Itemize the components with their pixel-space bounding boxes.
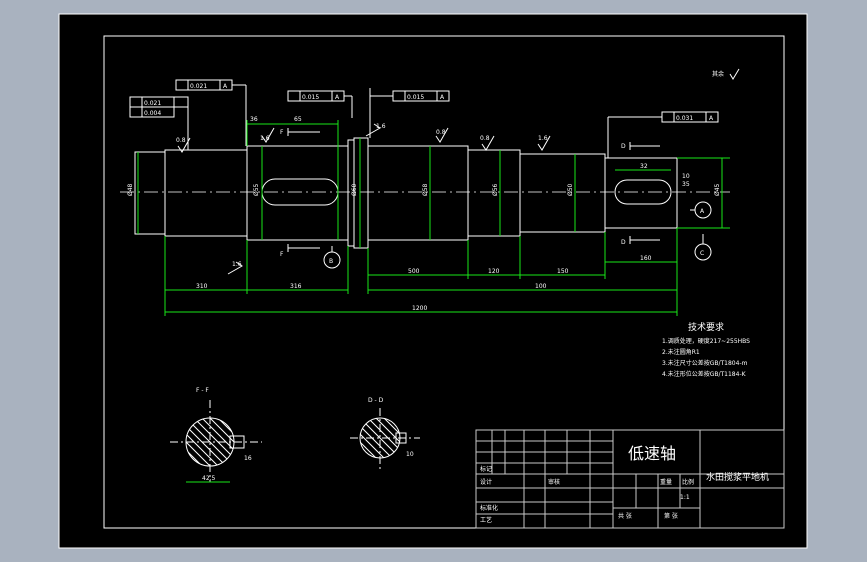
part-name: 低速轴 bbox=[628, 444, 676, 463]
svg-text:C: C bbox=[700, 250, 704, 257]
section-arrow-f-top: F bbox=[280, 128, 320, 136]
section-view-f: F - F 42.5 16 bbox=[170, 387, 262, 483]
tolerance-frame-5: 0.031 A bbox=[607, 111, 719, 158]
svg-text:10: 10 bbox=[406, 451, 414, 458]
requirement-1: 1.调质处理，硬度217~255HBS bbox=[662, 337, 750, 345]
dia-text-4: Ø58 bbox=[422, 183, 429, 196]
requirement-4: 4.未注形位公差按GB/T1184-K bbox=[662, 370, 747, 378]
drawing-frame bbox=[103, 35, 785, 529]
svg-text:A: A bbox=[440, 94, 445, 101]
svg-text:1.6: 1.6 bbox=[538, 135, 548, 142]
dim-text-d1: 310 bbox=[196, 283, 208, 290]
svg-text:D - D: D - D bbox=[368, 397, 384, 404]
section-arrow-d-bottom: D bbox=[621, 236, 660, 246]
scale-value: 1:1 bbox=[680, 494, 690, 501]
svg-text:0.8: 0.8 bbox=[436, 129, 446, 136]
svg-text:0.021: 0.021 bbox=[190, 83, 207, 90]
svg-text:1.6: 1.6 bbox=[232, 261, 242, 268]
svg-text:D: D bbox=[621, 143, 626, 150]
keyway-note-2: 35 bbox=[682, 181, 690, 188]
keyway-right bbox=[614, 179, 672, 205]
tolerance-frame-4: 0.015 A bbox=[369, 88, 450, 138]
process-label: 工艺 bbox=[480, 516, 492, 524]
dim-text-d3: 500 bbox=[408, 268, 420, 275]
dim-text-d6: 160 bbox=[640, 255, 652, 262]
dia-text-3: Ø60 bbox=[351, 183, 358, 196]
mark-label: 标记 bbox=[480, 465, 492, 473]
dim-text-d10: 32 bbox=[640, 163, 648, 170]
project-name: 水田搅浆平地机 bbox=[706, 471, 769, 483]
technical-requirements: 技术要求 1.调质处理，硬度217~255HBS 2.未注圆角R1 3.未注尺寸… bbox=[662, 321, 750, 378]
dia-text-6: Ø50 bbox=[567, 183, 574, 196]
dim-text-overall: 1200 bbox=[412, 305, 427, 312]
svg-text:A: A bbox=[223, 83, 228, 90]
check-label: 审核 bbox=[548, 478, 560, 486]
requirements-title: 技术要求 bbox=[688, 321, 724, 333]
keyway-note-1: 10 bbox=[682, 173, 690, 180]
datum-c-marker: C bbox=[694, 234, 712, 261]
section-arrow-f-bottom: F bbox=[280, 244, 320, 258]
svg-text:0.004: 0.004 bbox=[144, 110, 161, 117]
standard-label: 标准化 bbox=[480, 504, 498, 512]
svg-text:0.021: 0.021 bbox=[144, 100, 161, 107]
svg-text:F: F bbox=[280, 251, 284, 258]
green-dimensions bbox=[137, 120, 730, 316]
requirement-3: 3.未注尺寸公差按GB/T1804-m bbox=[662, 359, 748, 367]
requirement-2: 2.未注圆角R1 bbox=[662, 348, 700, 356]
svg-text:0.015: 0.015 bbox=[302, 94, 319, 101]
sheet-of: 第 张 bbox=[664, 512, 678, 520]
svg-text:0.015: 0.015 bbox=[407, 94, 424, 101]
section-arrow-d-top: D bbox=[621, 142, 660, 150]
dim-text-d5: 150 bbox=[557, 268, 569, 275]
svg-text:A: A bbox=[709, 115, 714, 122]
svg-text:1.6: 1.6 bbox=[376, 123, 386, 130]
tolerance-frame-3: 0.015 A bbox=[287, 90, 353, 118]
dim-text-d8: 36 bbox=[250, 116, 258, 123]
svg-text:0.031: 0.031 bbox=[676, 115, 693, 122]
dim-text-d2: 316 bbox=[290, 283, 302, 290]
scale-label: 比例 bbox=[682, 478, 694, 486]
dia-text-5: Ø56 bbox=[492, 183, 499, 196]
dim-text-d4: 120 bbox=[488, 268, 500, 275]
tolerance-frame-1: 0.021 A bbox=[175, 79, 247, 146]
datum-a-marker: A bbox=[690, 201, 712, 219]
svg-text:F: F bbox=[280, 129, 284, 136]
svg-text:1.6: 1.6 bbox=[260, 135, 270, 142]
svg-text:16: 16 bbox=[244, 455, 252, 462]
dim-text-d11: 100 bbox=[535, 283, 547, 290]
sheet-info: 共 张 bbox=[618, 512, 632, 520]
svg-text:A: A bbox=[700, 208, 705, 215]
roughness-marks: 0.8 1.6 0.8 0.8 1.6 1.6 1.6 其余 bbox=[176, 68, 740, 275]
design-label: 设计 bbox=[480, 478, 492, 486]
svg-text:B: B bbox=[329, 258, 333, 265]
svg-text:其余: 其余 bbox=[712, 70, 724, 78]
svg-text:0.8: 0.8 bbox=[480, 135, 490, 142]
title-block: 低速轴 水田搅浆平地机 比例 1:1 标记 设计 标准化 工艺 审核 重量 共 … bbox=[475, 429, 785, 529]
dia-text-7: Ø45 bbox=[714, 183, 721, 196]
section-view-d: D - D 10 bbox=[350, 397, 420, 470]
svg-text:0.8: 0.8 bbox=[176, 137, 186, 144]
dia-text-1: Ø48 bbox=[127, 183, 134, 196]
drawing-paper bbox=[58, 13, 808, 549]
svg-text:A: A bbox=[335, 94, 340, 101]
svg-text:D: D bbox=[621, 239, 626, 246]
datum-b-marker: B bbox=[323, 246, 341, 269]
dim-text-d9: 65 bbox=[294, 116, 302, 123]
svg-text:42.5: 42.5 bbox=[202, 475, 216, 482]
shaft-outline bbox=[134, 137, 678, 249]
svg-text:F - F: F - F bbox=[196, 387, 209, 394]
dia-text-2: Ø55 bbox=[253, 183, 260, 196]
weight-label: 重量 bbox=[660, 478, 672, 486]
